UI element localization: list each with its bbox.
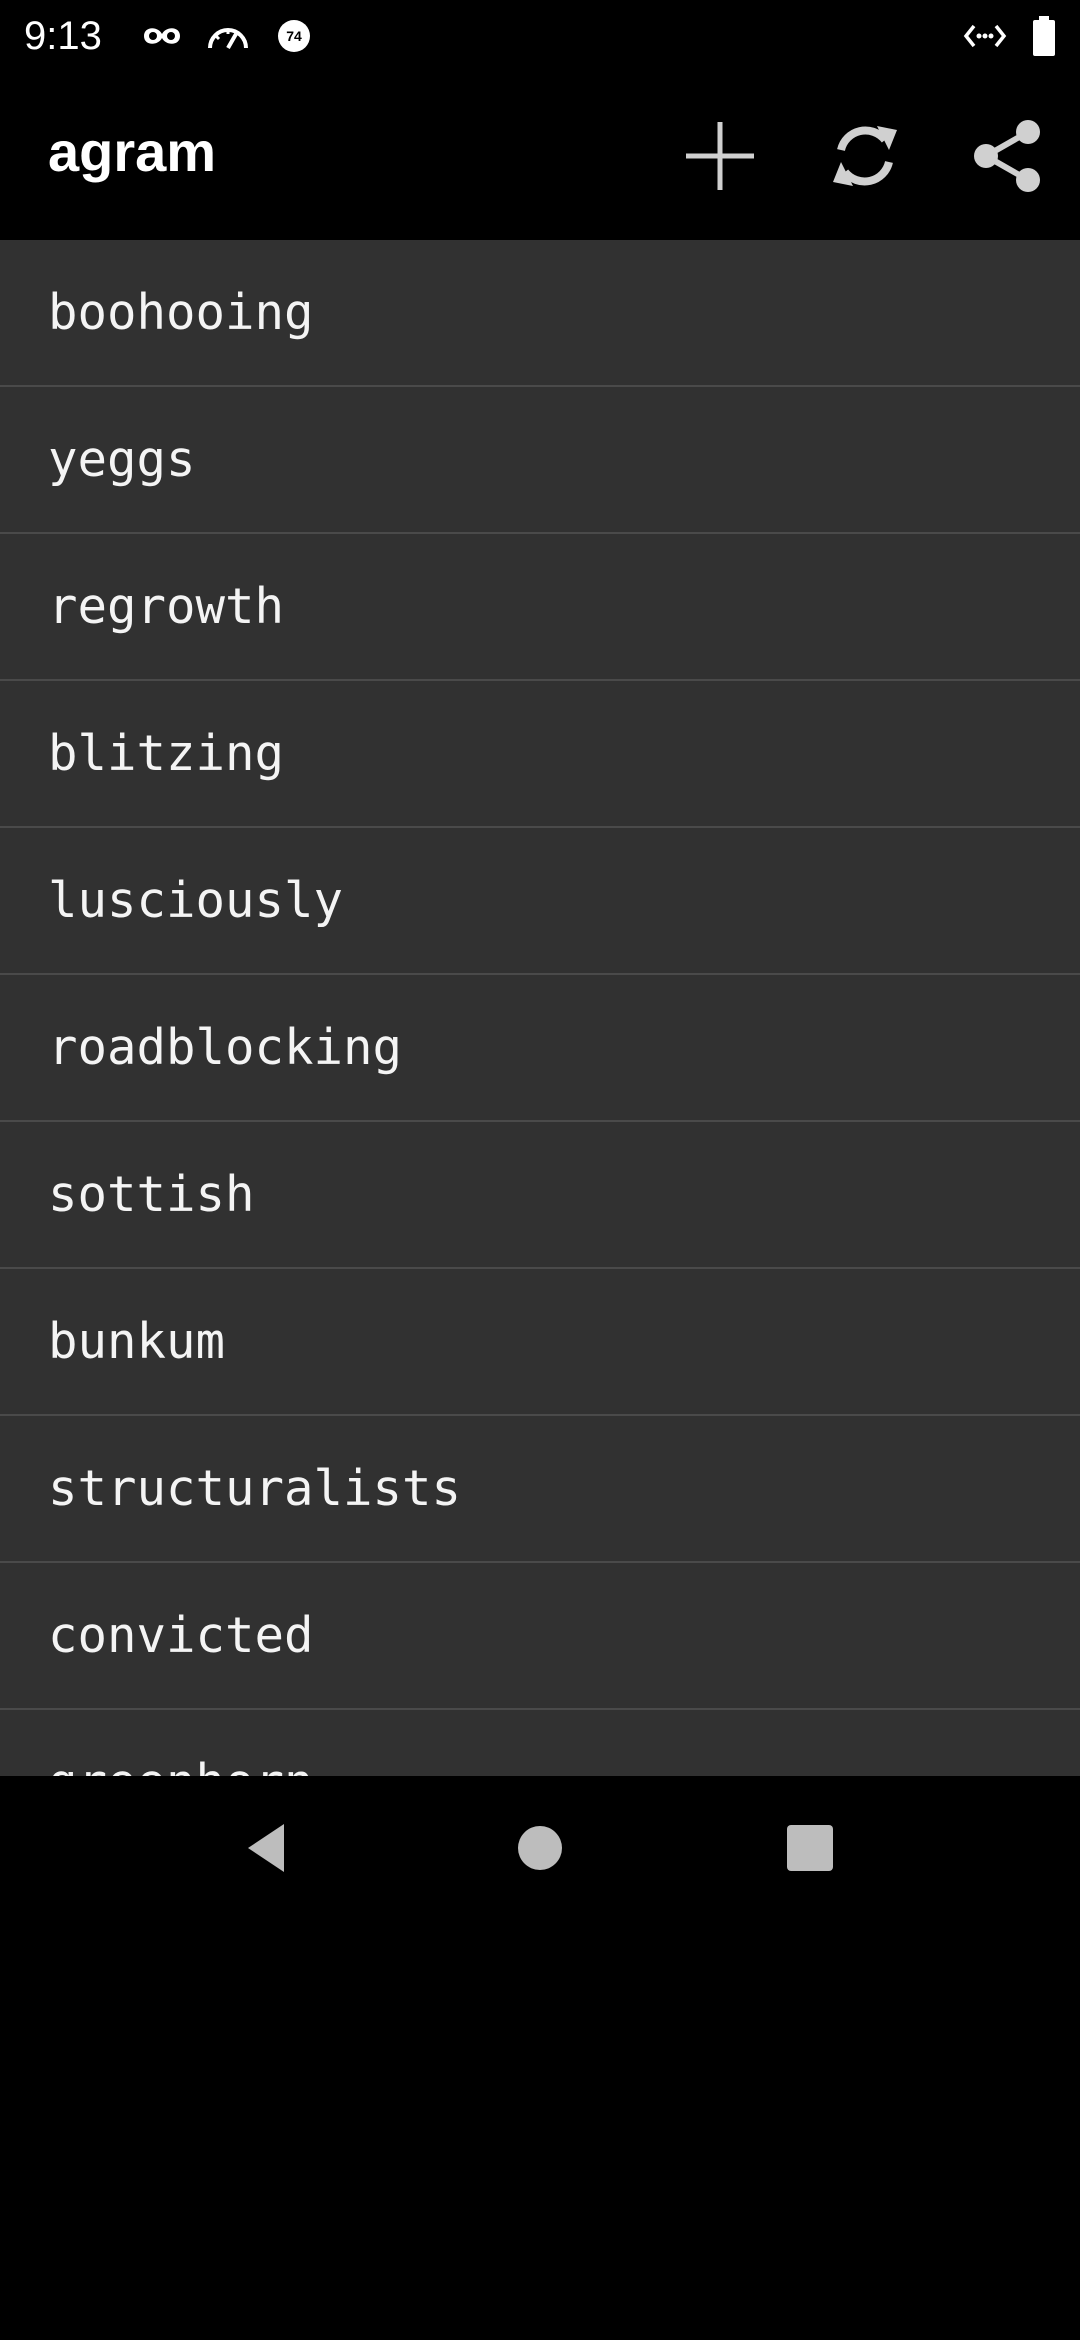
refresh-icon (833, 126, 897, 186)
battery-saver-badge-icon (278, 20, 310, 52)
list-item[interactable]: yeggs (0, 387, 1080, 534)
status-bar: 9:13 74 (0, 0, 1080, 72)
code-brackets-icon (963, 24, 1007, 48)
battery-badge-text: 74 (286, 28, 302, 44)
list-item[interactable]: structuralists (0, 1416, 1080, 1563)
speedometer-icon (208, 28, 248, 49)
refresh-button[interactable] (817, 108, 913, 204)
recents-icon (787, 1825, 833, 1871)
recents-button[interactable] (762, 1800, 858, 1896)
list-item[interactable]: bunkum (0, 1269, 1080, 1416)
list-item[interactable]: blitzing (0, 681, 1080, 828)
app-title: agram (48, 120, 217, 183)
home-button[interactable] (492, 1800, 588, 1896)
add-button[interactable] (672, 108, 768, 204)
app-bar: agram (0, 72, 1080, 240)
add-icon (686, 122, 754, 190)
list-item[interactable]: sottish (0, 1122, 1080, 1269)
battery-icon (1033, 16, 1055, 56)
back-icon (248, 1824, 284, 1872)
home-icon (518, 1826, 562, 1870)
incognito-icon (144, 28, 180, 44)
word-list[interactable]: boohooing yeggs regrowth blitzing luscio… (0, 240, 1080, 1776)
share-icon (974, 120, 1040, 192)
list-item[interactable]: regrowth (0, 534, 1080, 681)
back-button[interactable] (220, 1800, 316, 1896)
list-item[interactable]: lusciously (0, 828, 1080, 975)
list-item[interactable]: convicted (0, 1563, 1080, 1710)
share-button[interactable] (960, 108, 1056, 204)
list-item[interactable]: boohooing (0, 240, 1080, 387)
status-time: 9:13 (24, 14, 102, 58)
list-item[interactable]: roadblocking (0, 975, 1080, 1122)
list-item[interactable]: greenhorn (0, 1710, 1080, 1776)
navigation-bar (0, 1776, 1080, 1920)
